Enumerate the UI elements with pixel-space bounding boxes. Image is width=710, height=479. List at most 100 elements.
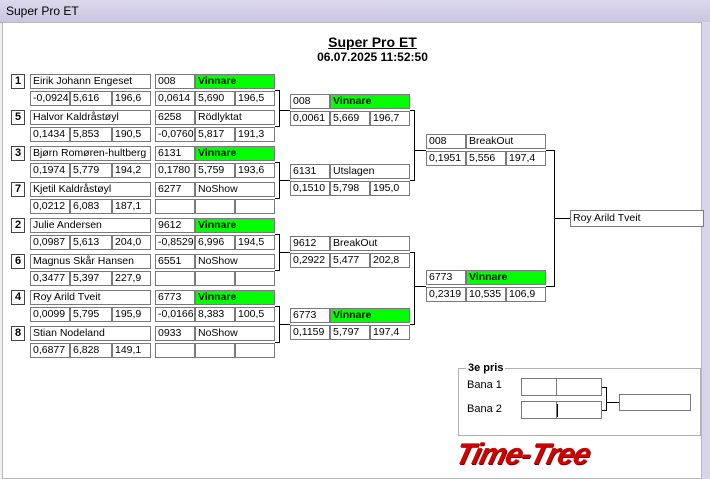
bracket-connector bbox=[275, 234, 280, 235]
reaction-time: 0,1510 bbox=[290, 181, 330, 196]
time-tree-logo: Time-Tree bbox=[452, 438, 594, 471]
speed: 191,3 bbox=[235, 127, 275, 142]
reaction-time: 0,0212 bbox=[30, 199, 70, 214]
car-number: 6773 bbox=[290, 308, 330, 323]
status-cell: Vinnare bbox=[466, 270, 546, 285]
elapsed-time: 5,798 bbox=[330, 181, 370, 196]
reaction-time: 0,3477 bbox=[30, 271, 70, 286]
driver-name: Magnus Skår Hansen bbox=[30, 254, 151, 269]
page-title: Super Pro ET bbox=[328, 34, 417, 50]
car-number: 6277 bbox=[155, 182, 195, 197]
bracket-connector bbox=[275, 306, 280, 307]
car-number: 6773 bbox=[426, 270, 466, 285]
elapsed-time: 5,477 bbox=[330, 253, 370, 268]
status-cell: Vinnare bbox=[195, 146, 275, 161]
elapsed-time: 5,797 bbox=[330, 325, 370, 340]
bracket-connector bbox=[546, 150, 555, 151]
driver-name: Roy Arild Tveit bbox=[30, 290, 151, 305]
speed bbox=[235, 343, 275, 358]
bracket-connector bbox=[414, 110, 415, 181]
bana2-status-field[interactable] bbox=[556, 401, 602, 419]
bracket-connector bbox=[279, 324, 290, 325]
driver-name: Bjørn Romøren-hultberg bbox=[30, 146, 151, 161]
seed-number: 6 bbox=[11, 254, 25, 269]
elapsed-time: 5,759 bbox=[195, 163, 235, 178]
bana1-status-field[interactable] bbox=[556, 378, 602, 396]
reaction-time: 0,0099 bbox=[30, 307, 70, 322]
car-number: 9612 bbox=[290, 236, 330, 251]
reaction-time: 0,1159 bbox=[290, 325, 330, 340]
third-connector-out bbox=[606, 402, 619, 403]
window-title: Super Pro ET bbox=[6, 4, 79, 18]
bracket-connector bbox=[554, 218, 570, 219]
car-number: 0933 bbox=[155, 326, 195, 341]
third-connector-vertical bbox=[606, 387, 607, 411]
status-cell: BreakOut bbox=[330, 236, 410, 251]
bracket-connector bbox=[414, 252, 415, 325]
bracket-connector bbox=[279, 252, 290, 253]
seed-number: 2 bbox=[11, 218, 25, 233]
bana1-car-field[interactable] bbox=[521, 378, 557, 396]
reaction-time: -0,8529 bbox=[155, 235, 195, 250]
elapsed-time: 6,083 bbox=[70, 199, 112, 214]
bracket-connector bbox=[275, 90, 280, 91]
third-connector-bottom bbox=[602, 410, 607, 411]
speed: 194,5 bbox=[235, 235, 275, 250]
speed: 194,2 bbox=[112, 163, 151, 178]
status-cell: Vinnare bbox=[195, 218, 275, 233]
bracket-connector bbox=[414, 286, 426, 287]
status-cell: Utslagen bbox=[330, 164, 410, 179]
speed: 196,6 bbox=[112, 91, 151, 106]
bana2-car-field[interactable] bbox=[521, 401, 557, 419]
speed: 100,5 bbox=[235, 307, 275, 322]
bracket-connector bbox=[275, 162, 280, 163]
status-cell: Vinnare bbox=[330, 94, 410, 109]
speed: 197,4 bbox=[370, 325, 410, 340]
car-number: 9612 bbox=[155, 218, 195, 233]
reaction-time: -0,0166 bbox=[155, 307, 195, 322]
bracket-connector bbox=[410, 324, 415, 325]
speed: 202,8 bbox=[370, 253, 410, 268]
reaction-time: -0,0924 bbox=[30, 91, 70, 106]
bana2-label: Bana 2 bbox=[467, 403, 502, 415]
car-number: 6551 bbox=[155, 254, 195, 269]
bracket-connector bbox=[546, 286, 555, 287]
driver-name: Eirik Johann Engeset bbox=[30, 74, 151, 89]
seed-number: 1 bbox=[11, 74, 25, 89]
status-cell: Vinnare bbox=[195, 74, 275, 89]
reaction-time: 0,0987 bbox=[30, 235, 70, 250]
bana1-label: Bana 1 bbox=[467, 379, 502, 391]
status-cell: Vinnare bbox=[330, 308, 410, 323]
bracket-connector bbox=[275, 270, 280, 271]
elapsed-time: 6,828 bbox=[70, 343, 112, 358]
bracket-connector bbox=[275, 342, 280, 343]
third-prize-box bbox=[458, 368, 701, 436]
elapsed-time: 5,779 bbox=[70, 163, 112, 178]
elapsed-time bbox=[195, 343, 235, 358]
seed-number: 8 bbox=[11, 326, 25, 341]
reaction-time: -0,0760 bbox=[155, 127, 195, 142]
elapsed-time bbox=[195, 271, 235, 286]
speed: 106,9 bbox=[506, 287, 546, 302]
window-border bbox=[702, 22, 710, 479]
speed bbox=[235, 199, 275, 214]
reaction-time: 0,1780 bbox=[155, 163, 195, 178]
reaction-time: 0,1951 bbox=[426, 151, 466, 166]
status-cell: Rödlyktat bbox=[195, 110, 275, 125]
speed: 187,1 bbox=[112, 199, 151, 214]
elapsed-time bbox=[195, 199, 235, 214]
reaction-time: 0,1434 bbox=[30, 127, 70, 142]
speed: 196,5 bbox=[235, 91, 275, 106]
elapsed-time: 6,996 bbox=[195, 235, 235, 250]
speed: 204,0 bbox=[112, 235, 151, 250]
reaction-time bbox=[155, 343, 195, 358]
status-cell: NoShow bbox=[195, 254, 275, 269]
car-number: 6131 bbox=[155, 146, 195, 161]
elapsed-time: 8,383 bbox=[195, 307, 235, 322]
status-cell: NoShow bbox=[195, 182, 275, 197]
bracket-connector bbox=[275, 198, 280, 199]
reaction-time: 0,1974 bbox=[30, 163, 70, 178]
date-time: 06.07.2025 11:52:50 bbox=[317, 50, 428, 64]
seed-number: 3 bbox=[11, 146, 25, 161]
speed: 227,9 bbox=[112, 271, 151, 286]
